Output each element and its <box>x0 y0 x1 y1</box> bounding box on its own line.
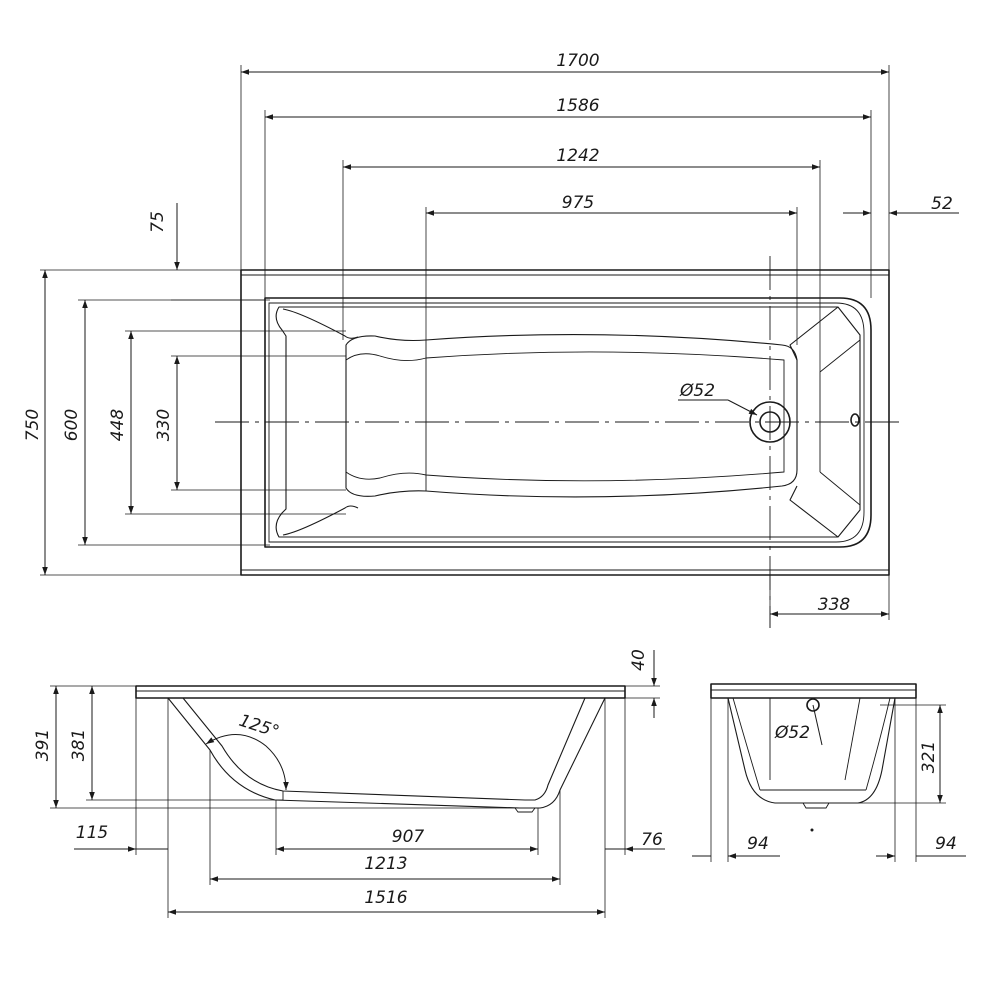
dim-length-overall: 1700 <box>556 51 599 71</box>
dim-drain-diameter: Ø52 <box>679 381 715 401</box>
plan-foot-slope-upper <box>789 306 839 361</box>
dim-drain-from-end: 338 <box>818 595 851 615</box>
end-facet-mid-right <box>844 697 861 781</box>
dim-width-inner: 600 <box>62 409 82 441</box>
end-center-mark <box>810 828 814 832</box>
end-foot <box>802 802 830 809</box>
dim-height-inner: 381 <box>69 729 89 761</box>
end-overflow <box>806 698 820 712</box>
dim-end-offset-left: 94 <box>747 834 769 854</box>
dim-rim-thickness: 40 <box>629 649 649 671</box>
side-body-outline <box>167 697 606 809</box>
dim-bottom-flat: 907 <box>392 827 425 847</box>
side-foot <box>514 807 536 813</box>
dim-overflow-height: 321 <box>919 741 939 773</box>
side-view: 125° 391 381 40 115 907 76 1213 <box>33 649 665 918</box>
side-angle-arc <box>205 734 289 791</box>
plan-view: 1700 1586 1242 975 52 338 750 600 448 <box>23 51 959 628</box>
plan-bottom-inner <box>345 351 785 482</box>
plan-foot-slope-lower <box>789 485 839 538</box>
dim-bottom-length: 1213 <box>364 854 407 874</box>
dim-drain-offset-end: 52 <box>931 194 953 214</box>
end-facet-right <box>865 697 891 791</box>
dim-width-interior: 448 <box>108 409 128 442</box>
end-facet-left <box>732 697 761 791</box>
dim-offset-right: 76 <box>641 830 663 850</box>
dim-end-offset-right: 94 <box>935 834 957 854</box>
side-rim <box>135 685 626 699</box>
plan-inner-rim-lip <box>268 302 865 543</box>
leader-arrow <box>727 399 758 416</box>
dim-width-bottom: 330 <box>154 409 174 441</box>
dim-height-overall: 391 <box>33 729 53 761</box>
dim-offset-left: 115 <box>76 823 108 843</box>
dim-width-overall: 750 <box>23 409 43 441</box>
dim-backrest-angle: 125° <box>236 711 281 743</box>
plan-backrest-lower <box>282 505 359 536</box>
dim-length-base: 1516 <box>364 888 407 908</box>
plan-bottom-area <box>345 333 798 498</box>
plan-inner-rim <box>264 297 872 548</box>
plan-foot-facet-1 <box>819 339 861 373</box>
plan-backrest-upper <box>282 308 359 339</box>
plan-overflow <box>850 413 860 427</box>
dim-length-inner-rim: 1586 <box>556 96 599 116</box>
end-rim <box>710 683 917 699</box>
end-view: Ø52 321 94 94 <box>692 683 966 862</box>
plan-foot-facet-2 <box>819 471 861 506</box>
dim-length-interior: 1242 <box>556 146 599 166</box>
plan-outer-rim <box>240 269 890 576</box>
end-overflow-leader <box>812 704 823 746</box>
dim-rim-offset: 75 <box>148 211 168 233</box>
dim-overflow-diameter: Ø52 <box>774 723 810 743</box>
dim-length-bottom: 975 <box>562 193 594 213</box>
plan-basin-outline <box>275 306 861 538</box>
end-body-outline <box>727 697 896 804</box>
